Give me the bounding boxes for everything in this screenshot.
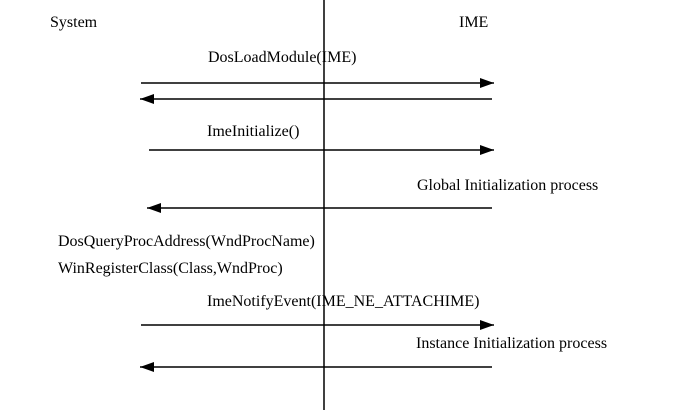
participant-system: System (50, 14, 98, 31)
message-label-dosloadmodule: DosLoadModule(IME) (208, 49, 357, 66)
message-label-global-init: Global Initialization process (417, 177, 599, 194)
participant-ime: IME (459, 14, 489, 31)
message-label-imeinitialize: ImeInitialize() (207, 123, 300, 140)
message-label-imenotifyevent: ImeNotifyEvent(IME_NE_ATTACHIME) (207, 293, 480, 310)
system-step-dosqueryprocaddress: DosQueryProcAddress(WndProcName) (58, 233, 315, 250)
system-step-winregisterclass: WinRegisterClass(Class,WndProc) (58, 260, 283, 277)
message-label-instance-init: Instance Initialization process (416, 335, 608, 352)
